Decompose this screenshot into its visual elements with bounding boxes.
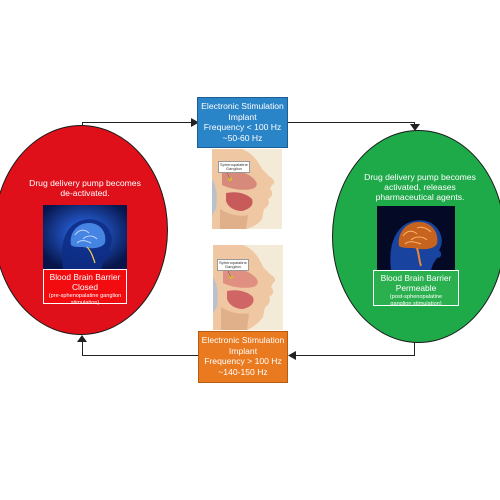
bbb-closed-label: Blood Brain Barrier Closed (pre-sphenopa…: [43, 269, 127, 306]
connector-bottom-right-horizontal: [293, 355, 415, 357]
left-caption-line1: Drug delivery pump becomes: [29, 178, 141, 188]
right-caption-line1: Drug delivery pump becomes: [364, 172, 476, 182]
stim-bottom-range: ~140-150 Hz: [218, 366, 268, 377]
anatomy-bottom-tag2: Ganglion: [224, 264, 241, 269]
bbb-right-sub1: (post-sphenopalatine: [389, 294, 443, 300]
stim-top-title: Electronic Stimulation: [201, 101, 284, 111]
brain-scan-image: [377, 206, 455, 270]
head-anatomy-image: Sphenopalatine Ganglion: [213, 245, 283, 330]
arrow-up-icon: [77, 335, 87, 342]
right-caption-line3: pharmaceutical agents.: [375, 192, 465, 202]
anatomy-top-tag2: Ganglion: [225, 166, 242, 171]
stim-bottom-title: Electronic Stimulation: [201, 335, 285, 345]
stim-top-range: ~50-60 Hz: [222, 132, 263, 143]
connector-top-left-vertical: [82, 122, 84, 127]
brain-scan-image: [43, 205, 127, 269]
stimulation-implant-high-box: Electronic Stimulation Implant Frequency…: [198, 331, 288, 383]
right-caption-line2: activated, releases: [384, 182, 456, 192]
arrow-down-icon: [410, 124, 420, 131]
bbb-permeable-label: Blood Brain Barrier Permeable (post-sphe…: [373, 270, 459, 307]
connector-bottom-right-vertical: [414, 342, 416, 355]
bbb-left-title: Blood Brain Barrier: [49, 272, 121, 282]
stim-top-title2: Implant: [228, 111, 257, 122]
bbb-right-state: Permeable: [395, 283, 437, 293]
sphenopalatine-ganglion-tag: Sphenopalatine Ganglion: [217, 259, 249, 271]
arrow-right-icon: [191, 118, 199, 127]
bbb-left-sub1: (pre-sphenopalatine ganglion: [48, 293, 122, 299]
stimulation-implant-low-box: Electronic Stimulation Implant Frequency…: [197, 97, 288, 148]
bbb-right-sub2: ganglion stimulation): [390, 301, 442, 307]
connector-top-left-horizontal: [82, 122, 192, 124]
left-circle-caption: Drug delivery pump becomes de-activated.: [20, 178, 150, 198]
connector-bottom-left-horizontal: [82, 355, 198, 357]
arrow-left-icon: [288, 351, 296, 360]
stim-top-frequency: Frequency < 100 Hz: [203, 122, 282, 132]
connector-bottom-left-vertical: [82, 342, 84, 356]
anatomy-top-tag1: Sphenopalatine: [220, 161, 248, 167]
bbb-left-sub2: stimulation): [70, 300, 100, 306]
head-anatomy-image: Sphenopalatine Ganglion: [212, 149, 282, 229]
connector-top-right-horizontal: [288, 122, 415, 124]
connector-top-right-vertical: [414, 122, 416, 125]
sphenopalatine-ganglion-tag: Sphenopalatine Ganglion: [218, 161, 250, 173]
left-caption-line2: de-activated.: [60, 188, 110, 198]
right-circle-caption: Drug delivery pump becomes activated, re…: [350, 172, 490, 202]
bbb-right-title: Blood Brain Barrier: [380, 273, 452, 283]
stim-bottom-frequency: Frequency > 100 Hz: [204, 356, 282, 366]
anatomy-bottom-tag1: Sphenopalatine: [219, 259, 247, 265]
bbb-left-state: Closed: [71, 282, 99, 292]
stim-bottom-title2: Implant: [228, 345, 258, 356]
